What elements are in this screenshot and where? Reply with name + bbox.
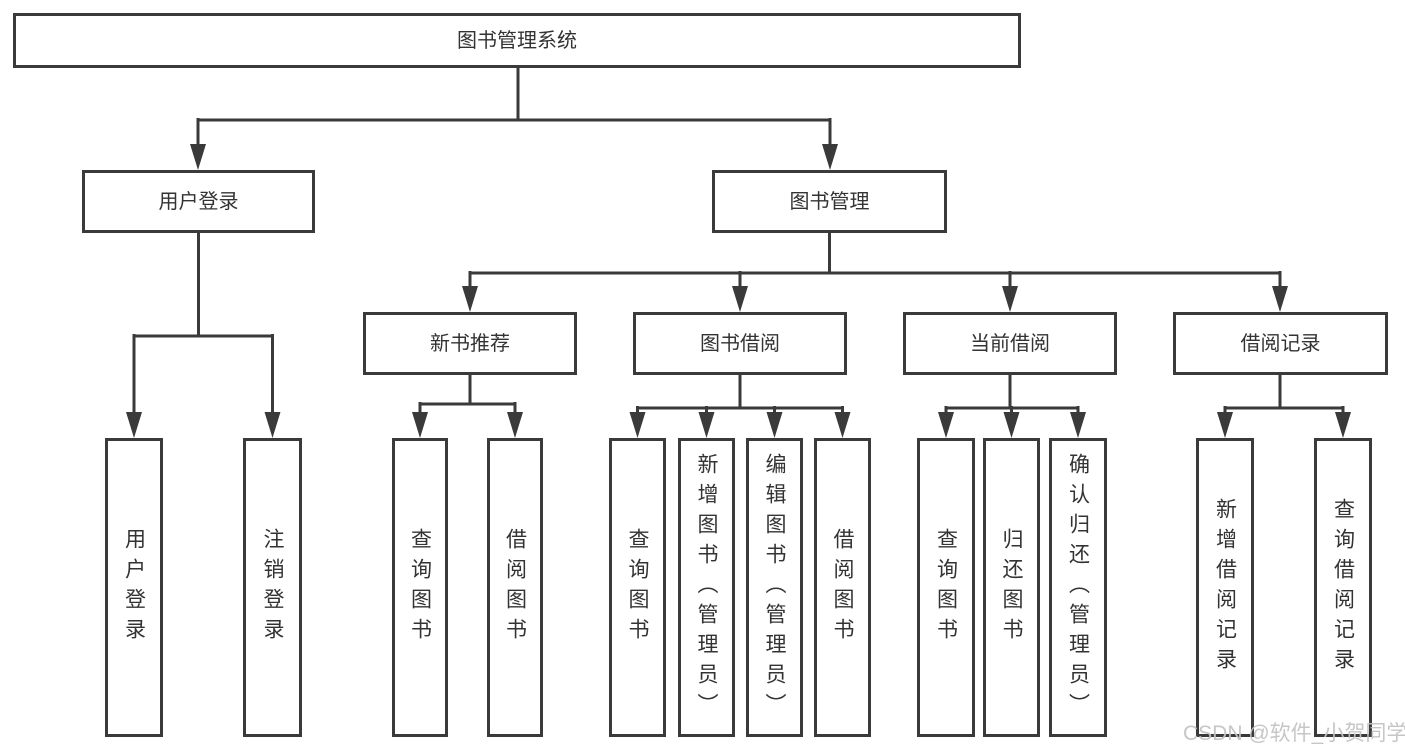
node-current-return-books: 归还图书 xyxy=(983,438,1040,737)
arrowhead-icon xyxy=(1003,412,1020,438)
node-root-label: 图书管理系统 xyxy=(457,29,577,52)
arrowhead-icon xyxy=(1272,286,1288,312)
arrowhead-icon xyxy=(938,412,954,438)
arrowhead-icon xyxy=(766,412,783,438)
arrowhead-icon xyxy=(126,412,142,438)
arrowhead-icon xyxy=(629,412,646,438)
node-logout-label: 注销登录 xyxy=(261,527,284,648)
node-borrowing-query-books-label: 查询图书 xyxy=(626,527,649,648)
node-logout: 注销登录 xyxy=(243,438,302,737)
node-recommend-borrow-books: 借阅图书 xyxy=(487,438,543,737)
node-recommend-query-books-label: 查询图书 xyxy=(408,527,432,648)
arrowhead-icon xyxy=(1070,412,1086,438)
arrowhead-icon xyxy=(462,286,478,312)
node-records-add-record-label: 新增借阅记录 xyxy=(1213,497,1237,678)
connector-user-login-children xyxy=(132,233,274,416)
node-user-login-label: 用户登录 xyxy=(158,190,239,213)
node-recommend-query-books: 查询图书 xyxy=(392,438,448,737)
connector-book-borrowing-children xyxy=(636,375,844,416)
node-borrowing-query-books: 查询图书 xyxy=(609,438,666,737)
arrowhead-icon xyxy=(1002,286,1018,312)
arrowhead-icon xyxy=(1335,412,1351,438)
node-current-borrowing-label: 当前借阅 xyxy=(970,332,1050,355)
node-borrowing-edit-books-label: 编辑图书（管理员） xyxy=(763,452,786,723)
node-borrowing-add-books-label: 新增图书（管理员） xyxy=(695,452,718,723)
arrowhead-icon xyxy=(264,412,281,438)
node-login-label: 用户登录 xyxy=(122,527,146,648)
node-book-borrowing-label: 图书借阅 xyxy=(700,332,780,355)
node-book-borrowing: 图书借阅 xyxy=(633,312,847,375)
connector-root-to-level2 xyxy=(196,68,832,148)
arrowhead-icon xyxy=(507,412,523,438)
node-current-query-books: 查询图书 xyxy=(917,438,975,737)
arrowhead-icon xyxy=(412,412,428,438)
node-book-management-label: 图书管理 xyxy=(789,190,870,213)
arrowheads xyxy=(126,144,1351,438)
node-login: 用户登录 xyxy=(105,438,163,737)
arrowhead-icon xyxy=(834,412,851,438)
node-borrowing-borrow-books-label: 借阅图书 xyxy=(831,527,854,648)
node-new-book-recommend-label: 新书推荐 xyxy=(430,332,510,355)
connector-current-borrowing-children xyxy=(944,375,1080,416)
arrowhead-icon xyxy=(698,412,715,438)
csdn-watermark: CSDN @软件_小贺同学 xyxy=(1183,722,1405,745)
node-new-book-recommend: 新书推荐 xyxy=(363,312,577,375)
node-records-query-record: 查询借阅记录 xyxy=(1314,438,1372,737)
node-current-return-books-label: 归还图书 xyxy=(1000,527,1023,648)
arrowhead-icon xyxy=(732,286,748,312)
node-root: 图书管理系统 xyxy=(13,13,1021,68)
node-user-login: 用户登录 xyxy=(82,170,315,233)
node-borrowing-add-books: 新增图书（管理员） xyxy=(678,438,735,737)
node-borrowing-borrow-books: 借阅图书 xyxy=(814,438,871,737)
node-borrowing-edit-books: 编辑图书（管理员） xyxy=(746,438,803,737)
arrowhead-icon xyxy=(1217,412,1233,438)
connector-borrowing-records-children xyxy=(1223,375,1345,416)
connector-new-book-children xyxy=(418,375,517,416)
node-current-borrowing: 当前借阅 xyxy=(903,312,1117,375)
node-current-confirm-return: 确认归还（管理员） xyxy=(1049,438,1107,737)
node-records-add-record: 新增借阅记录 xyxy=(1196,438,1254,737)
node-records-query-record-label: 查询借阅记录 xyxy=(1331,497,1355,678)
node-recommend-borrow-books-label: 借阅图书 xyxy=(503,527,527,648)
node-borrowing-records: 借阅记录 xyxy=(1173,312,1388,375)
node-borrowing-records-label: 借阅记录 xyxy=(1240,332,1321,355)
connector-book-management-children xyxy=(468,233,1282,290)
node-book-management: 图书管理 xyxy=(712,170,947,233)
arrowhead-icon xyxy=(822,144,838,170)
node-current-confirm-return-label: 确认归还（管理员） xyxy=(1066,452,1090,723)
node-current-query-books-label: 查询图书 xyxy=(934,527,958,648)
arrowhead-icon xyxy=(190,144,206,170)
